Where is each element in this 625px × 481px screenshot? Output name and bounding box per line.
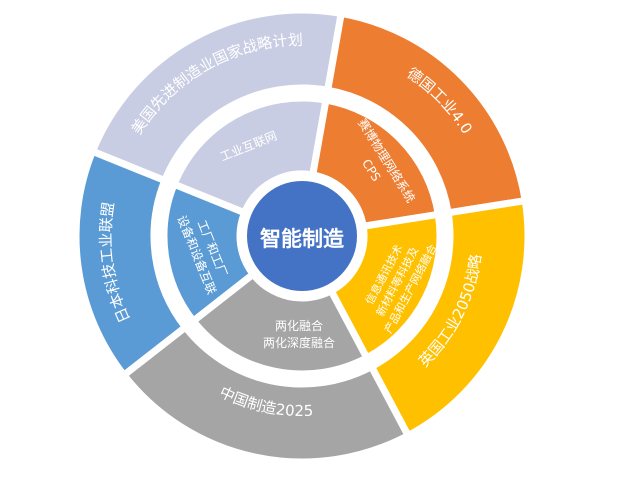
inner-segment-uk [326,210,444,363]
rings [72,6,532,466]
center-label: 智能制造 [260,227,345,251]
inner-segment-de [308,96,443,231]
outer-segment-us [87,6,346,186]
inner-segment-jp [160,179,259,326]
inner-label-cn-line: 两化融合 [275,318,323,333]
outer-segment-jp [72,146,191,381]
inner-label-cn: 两化融合 两化深度融合 [263,318,335,350]
inner-segment-cn [188,269,372,378]
inner-label-cn-line: 两化深度融合 [263,335,335,350]
inner-segment-us [169,94,331,218]
outer-segment-cn [118,322,413,466]
center-circle [247,181,357,291]
